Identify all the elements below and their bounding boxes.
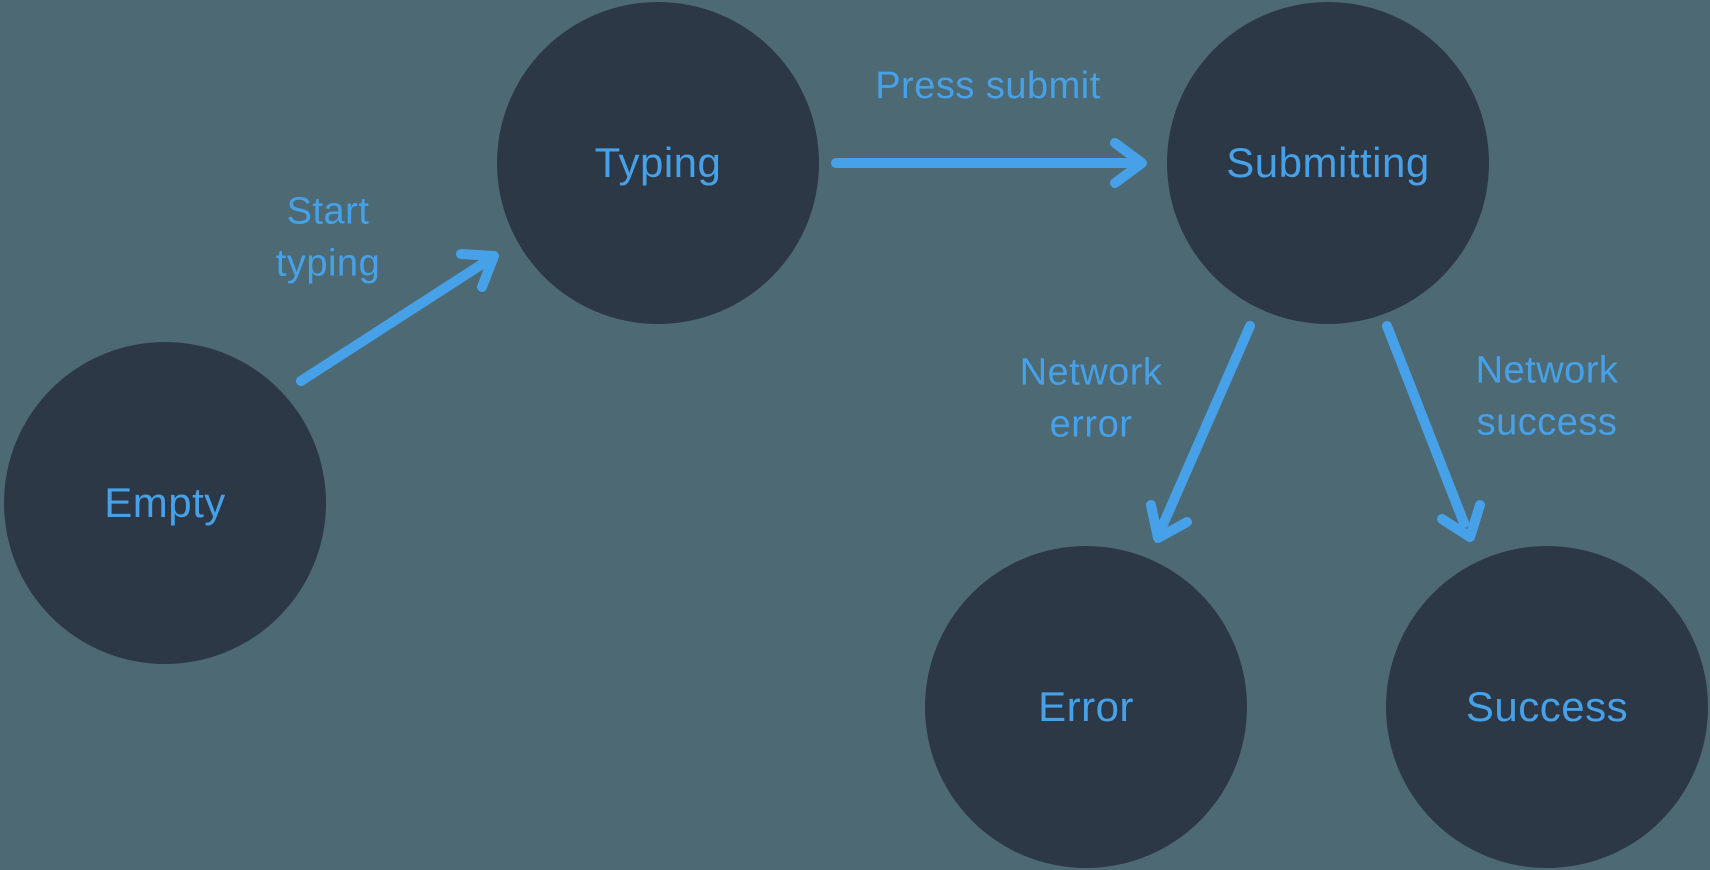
edge-label-network-success: Network success	[1475, 349, 1619, 444]
arrowhead-icon	[1146, 500, 1192, 543]
edge-line	[1157, 321, 1255, 532]
state-node-typing-label: Typing	[594, 139, 722, 186]
state-node-error-label: Error	[1038, 683, 1134, 730]
arrowhead-icon	[1437, 500, 1485, 542]
arrowhead-icon	[456, 249, 499, 292]
arrowhead-icon	[1110, 138, 1147, 188]
edge-network-success-arrow	[1382, 321, 1485, 542]
edge-label-press-submit: Press submit	[875, 64, 1101, 107]
state-node-error: Error	[925, 546, 1247, 868]
state-node-submitting-label: Submitting	[1226, 139, 1430, 186]
state-node-empty-label: Empty	[104, 479, 226, 526]
edge-press-submit-arrow	[831, 138, 1147, 188]
state-node-submitting: Submitting	[1167, 2, 1489, 324]
edge-start-typing-arrow	[296, 249, 499, 386]
edge-network-error-arrow	[1146, 321, 1255, 543]
state-node-success: Success	[1386, 546, 1708, 868]
edge-label-network-error: Network error	[1019, 351, 1163, 446]
state-node-empty: Empty	[4, 342, 326, 664]
edge-line	[296, 254, 495, 386]
edge-line	[1382, 321, 1469, 528]
state-node-success-label: Success	[1465, 683, 1629, 730]
edge-label-start-typing: Start typing	[275, 190, 381, 285]
state-node-typing: Typing	[497, 2, 819, 324]
